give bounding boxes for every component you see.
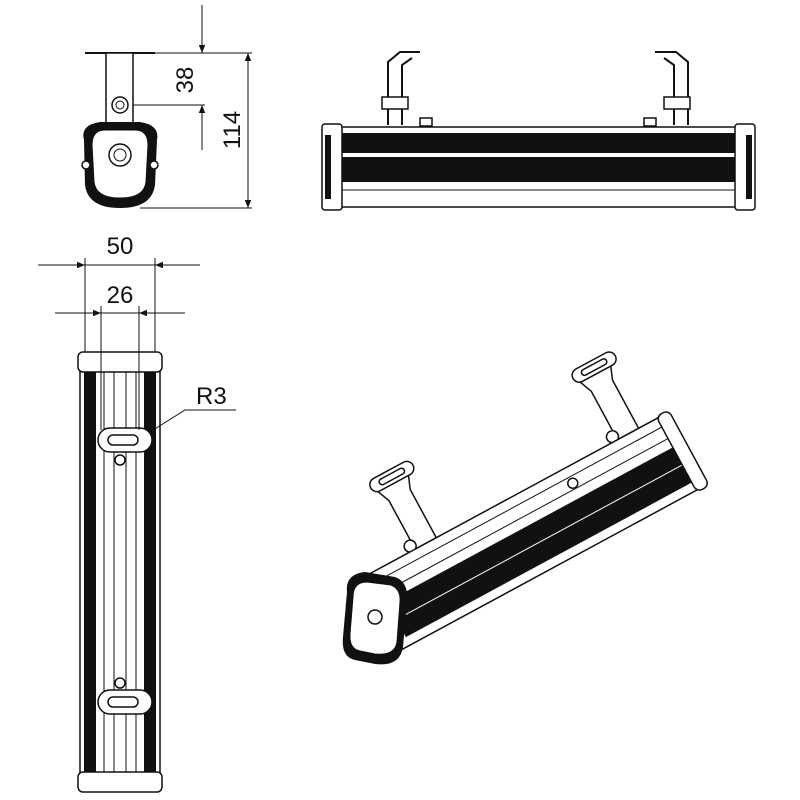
dim-50-label: 50 <box>107 233 134 260</box>
dim-38-label: 38 <box>172 67 199 94</box>
top-view: 50 26 R3 <box>38 233 236 793</box>
dim-26-label: 26 <box>107 282 134 309</box>
front-view: 38 114 <box>81 5 252 209</box>
side-view <box>321 51 756 211</box>
isometric-view <box>342 351 708 665</box>
dim-114-label: 114 <box>219 111 246 149</box>
radius-r3-label: R3 <box>196 383 227 410</box>
